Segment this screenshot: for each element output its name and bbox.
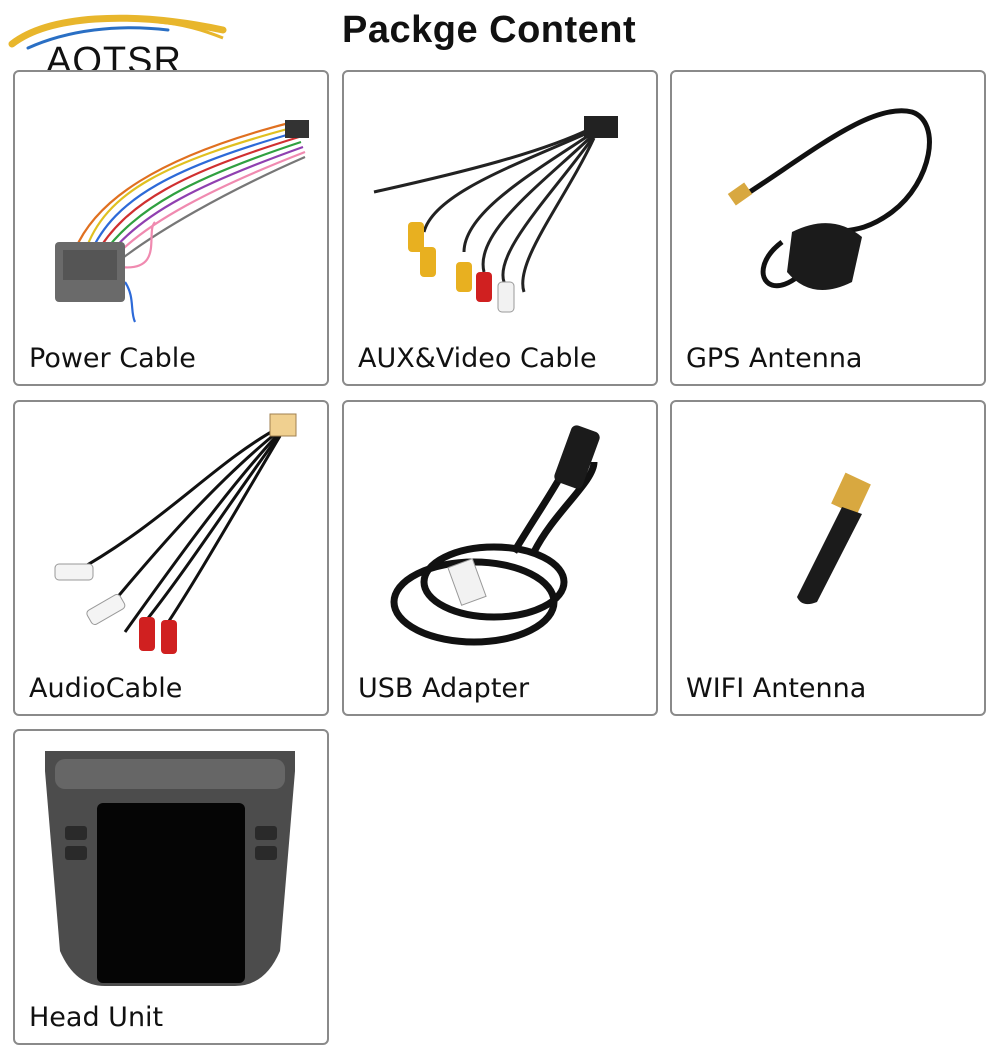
- gps-antenna-icon: [727, 108, 932, 290]
- item-card-aux-video-cable: AUX&Video Cable: [342, 70, 658, 386]
- logo-swoosh-icon: [8, 14, 227, 50]
- audio-cable-icon: [54, 413, 297, 654]
- item-label: USB Adapter: [358, 673, 530, 704]
- item-label: AudioCable: [29, 673, 183, 704]
- power-cable-icon: [55, 120, 309, 323]
- item-card-power-cable: Power Cable: [13, 70, 329, 386]
- item-card-head-unit: Head Unit: [13, 729, 329, 1045]
- item-card-gps-antenna: GPS Antenna: [670, 70, 986, 386]
- item-label: AUX&Video Cable: [358, 343, 597, 374]
- aux-video-cable-icon: [373, 116, 618, 313]
- page-title: Packge Content: [342, 9, 637, 51]
- item-label: WIFI Antenna: [686, 673, 867, 704]
- item-label: Head Unit: [29, 1002, 164, 1033]
- item-label: Power Cable: [29, 343, 196, 374]
- usb-adapter-icon: [390, 425, 600, 646]
- item-card-usb-adapter: USB Adapter: [342, 400, 658, 716]
- item-card-wifi-antenna: WIFI Antenna: [670, 400, 986, 716]
- wifi-antenna-icon: [797, 472, 871, 605]
- head-unit-icon: [45, 751, 295, 986]
- item-label: GPS Antenna: [686, 343, 863, 374]
- item-card-audio-cable: AudioCable: [13, 400, 329, 716]
